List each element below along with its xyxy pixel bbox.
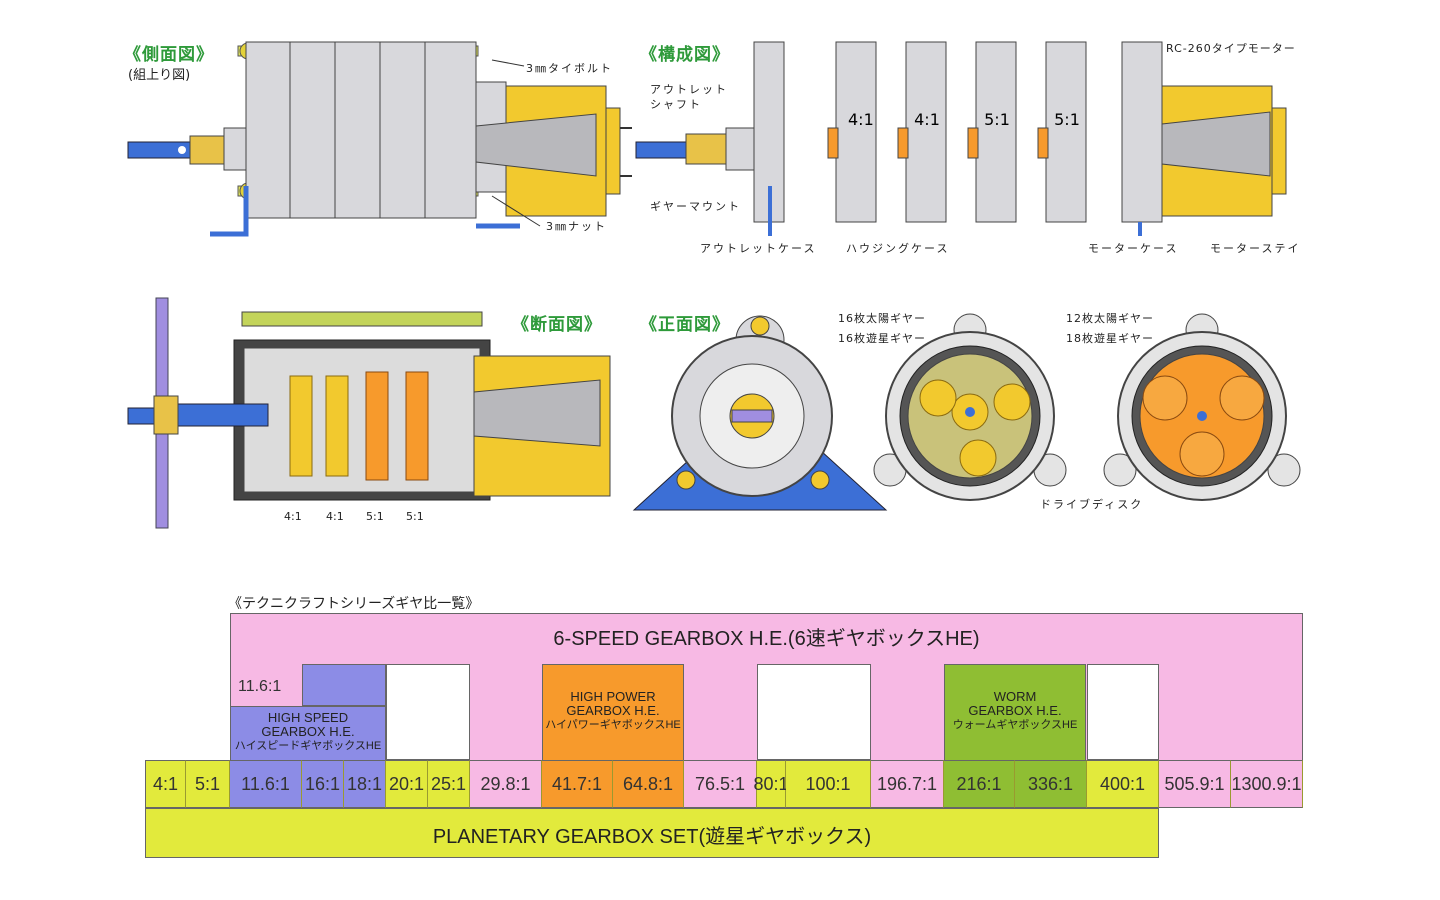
- ratio-cell: 41.7:1: [542, 760, 613, 808]
- section-ratio-2: 4:1: [326, 510, 344, 523]
- worm-label: WORM GEARBOX H.E. ウォームギヤボックスHE: [944, 690, 1086, 732]
- ratio-cell: 76.5:1: [684, 760, 757, 808]
- ratio-cell: 505.9:1: [1159, 760, 1231, 808]
- high-speed-top: [302, 664, 386, 706]
- six-speed-label: 6-SPEED GEARBOX H.E.(6速ギヤボックスHE): [553, 628, 980, 650]
- ratio-cell: 64.8:1: [613, 760, 684, 808]
- ratio-cell: 16:1: [302, 760, 344, 808]
- motor-case-label: モーターケース: [1088, 242, 1179, 255]
- ratio-cell: 18:1: [344, 760, 386, 808]
- planetary-band: [145, 808, 1159, 858]
- front-view-drawing: [632, 313, 1301, 511]
- ratio-cell: 196.7:1: [871, 760, 944, 808]
- high-speed-label: HIGH SPEED GEARBOX H.E. ハイスピードギヤボックスHE: [230, 711, 386, 753]
- housing-ratio-4: 5:1: [1054, 110, 1080, 129]
- planet18-label: 18枚遊星ギヤー: [1066, 332, 1154, 345]
- ratio-cell: 400:1: [1087, 760, 1159, 808]
- outlet-shaft-label: アウトレット シャフト: [650, 83, 728, 111]
- high-power-line-1: HIGH POWER: [570, 689, 656, 704]
- tie-bolt-label: 3㎜タイボルト: [526, 62, 613, 75]
- nut-label: 3㎜ナット: [546, 220, 607, 233]
- housing-case-label: ハウジングケース: [846, 242, 950, 255]
- gear-mount-label: ギヤーマウント: [650, 200, 741, 213]
- composition-drawing: [635, 41, 1287, 236]
- worm-line-3: ウォームギヤボックスHE: [952, 719, 1078, 731]
- ratio-cell: 80:1: [753, 760, 789, 808]
- ratio-cell: 216:1: [944, 760, 1015, 808]
- cross-section-drawing: [127, 297, 611, 529]
- high-speed-line-3: ハイスピードギヤボックスHE: [234, 740, 382, 752]
- sun12-label: 12枚太陽ギヤー: [1066, 312, 1154, 325]
- high-power-line-2: GEARBOX H.E.: [566, 703, 660, 718]
- drive-disc-label: ドライブディスク: [1040, 498, 1144, 511]
- section-ratio-1: 4:1: [284, 510, 302, 523]
- ratio-cell: 5:1: [186, 760, 230, 808]
- section-ratio-4: 5:1: [406, 510, 424, 523]
- high-power-label: HIGH POWER GEARBOX H.E. ハイパワーギヤボックスHE: [542, 690, 684, 732]
- housing-ratio-2: 4:1: [914, 110, 940, 129]
- ratio-cell: 29.8:1: [470, 760, 542, 808]
- gap-1: [386, 664, 470, 760]
- ratio-cell: 336:1: [1015, 760, 1087, 808]
- sun16-label: 16枚太陽ギヤー: [838, 312, 926, 325]
- side-view-heading: 《側面図》: [124, 45, 214, 65]
- ratio-list-heading: 《テクニクラフトシリーズギヤ比一覧》: [228, 596, 480, 612]
- ratio-cell: 20:1: [386, 760, 428, 808]
- high-power-line-3: ハイパワーギヤボックスHE: [545, 719, 681, 731]
- housing-ratio-1: 4:1: [848, 110, 874, 129]
- high-speed-top-ratio: 11.6:1: [238, 678, 282, 695]
- housing-ratio-3: 5:1: [984, 110, 1010, 129]
- ratio-cell: 11.6:1: [230, 760, 302, 808]
- section-ratio-3: 5:1: [366, 510, 384, 523]
- motor-stay-label: モーターステイ: [1210, 242, 1301, 255]
- planetary-12-18: [1103, 313, 1301, 501]
- planet16-label: 16枚遊星ギヤー: [838, 332, 926, 345]
- ratio-cell: 100:1: [786, 760, 871, 808]
- gap-3: [1087, 664, 1159, 760]
- outlet-case-label: アウトレットケース: [700, 242, 817, 255]
- planetary-label: PLANETARY GEARBOX SET(遊星ギヤボックス): [432, 826, 872, 848]
- composition-heading: 《構成図》: [640, 45, 730, 65]
- worm-line-1: WORM: [993, 689, 1037, 704]
- planetary-16-16: [873, 313, 1067, 501]
- high-speed-line-1: HIGH SPEED: [267, 710, 349, 725]
- gap-2: [757, 664, 871, 760]
- ratio-cell: 25:1: [428, 760, 470, 808]
- cross-section-heading: 《断面図》: [512, 315, 602, 335]
- side-view-subheading: (組上り図): [128, 68, 191, 83]
- side-view-drawing: [127, 41, 632, 237]
- front-view-heading: 《正面図》: [640, 315, 730, 335]
- worm-line-2: GEARBOX H.E.: [968, 703, 1062, 718]
- high-speed-line-2: GEARBOX H.E.: [261, 724, 355, 739]
- ratio-cell: 4:1: [145, 760, 186, 808]
- ratio-cell: 1300.9:1: [1231, 760, 1303, 808]
- motor-label: RC-260タイプモーター: [1166, 42, 1296, 55]
